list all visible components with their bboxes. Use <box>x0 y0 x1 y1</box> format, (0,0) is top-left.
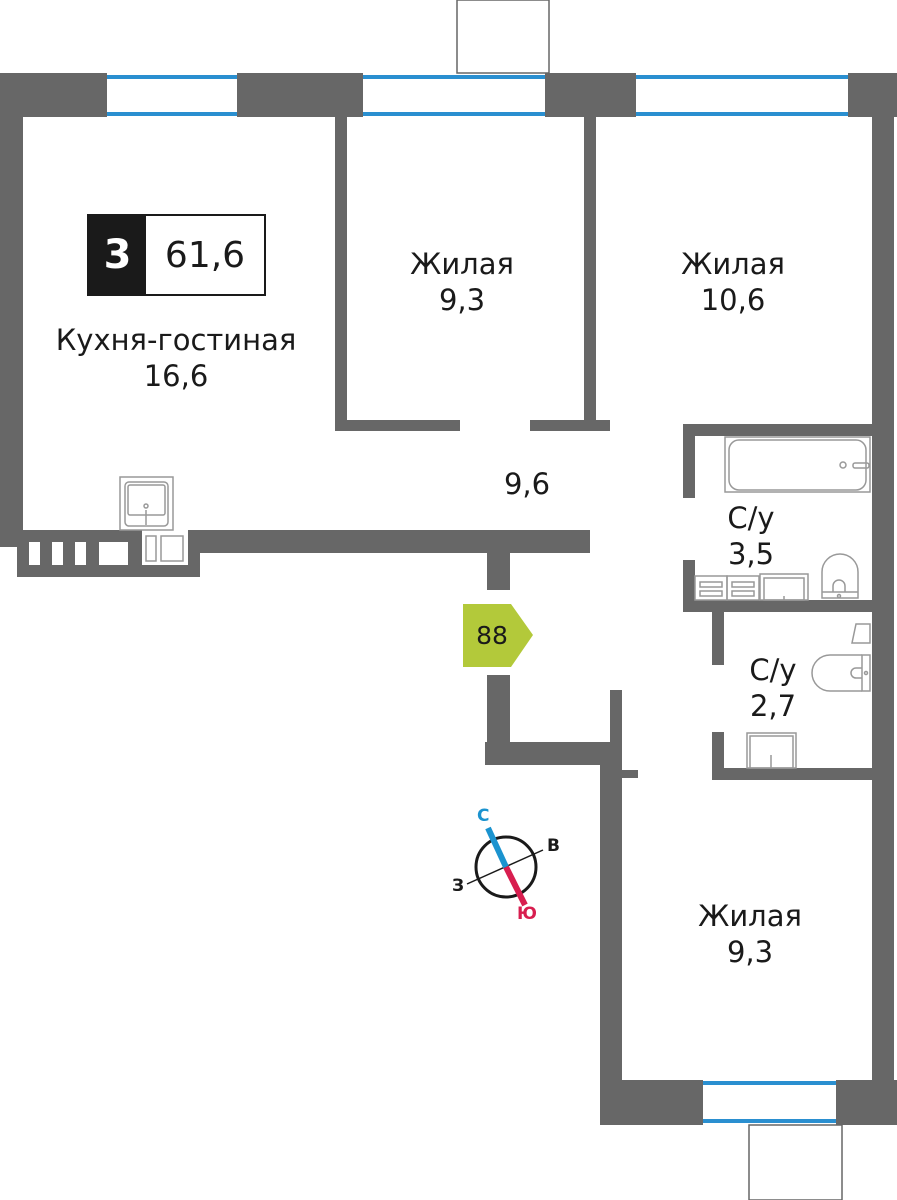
compass-east: В <box>547 836 560 856</box>
room-hallway: 9,6 <box>504 466 550 502</box>
room-bedroom-1: Жилая 9,3 <box>410 246 514 318</box>
room-name: Жилая <box>681 247 785 281</box>
compass-north: С <box>477 806 490 826</box>
compass-icon <box>466 826 544 907</box>
windows <box>107 75 848 1123</box>
room-area: 16,6 <box>143 359 209 393</box>
fixtures <box>119 436 871 769</box>
unit-number: 88 <box>476 621 508 650</box>
room-kitchen-living: Кухня-гостиная 16,6 <box>56 322 297 394</box>
room-area: 9,3 <box>726 935 774 969</box>
room-name: С/у <box>749 653 797 687</box>
compass-south: Ю <box>517 904 537 924</box>
room-name: Кухня-гостиная <box>55 323 297 357</box>
unit-tag-shape <box>463 604 533 667</box>
total-area: 61,6 <box>146 216 264 294</box>
room-count: 3 <box>89 216 146 294</box>
room-bedroom-3: Жилая 9,3 <box>698 898 802 970</box>
room-name: Жилая <box>410 247 514 281</box>
room-bedroom-2: Жилая 10,6 <box>681 246 785 318</box>
room-area: 9,3 <box>438 283 486 317</box>
room-area: 9,6 <box>503 467 551 501</box>
room-bathroom-1: С/у 3,5 <box>727 500 774 572</box>
balcony-bottom <box>748 1124 843 1200</box>
room-name: Жилая <box>698 899 802 933</box>
unit-number-tag: 88 <box>463 604 533 667</box>
room-area: 2,7 <box>749 689 797 723</box>
room-name: С/у <box>727 501 775 535</box>
balcony-top <box>456 0 550 74</box>
compass-west: З <box>452 876 465 896</box>
apartment-badge: 3 61,6 <box>87 214 266 296</box>
room-area: 3,5 <box>727 537 775 571</box>
room-bathroom-2: С/у 2,7 <box>749 652 796 724</box>
room-area: 10,6 <box>700 283 766 317</box>
